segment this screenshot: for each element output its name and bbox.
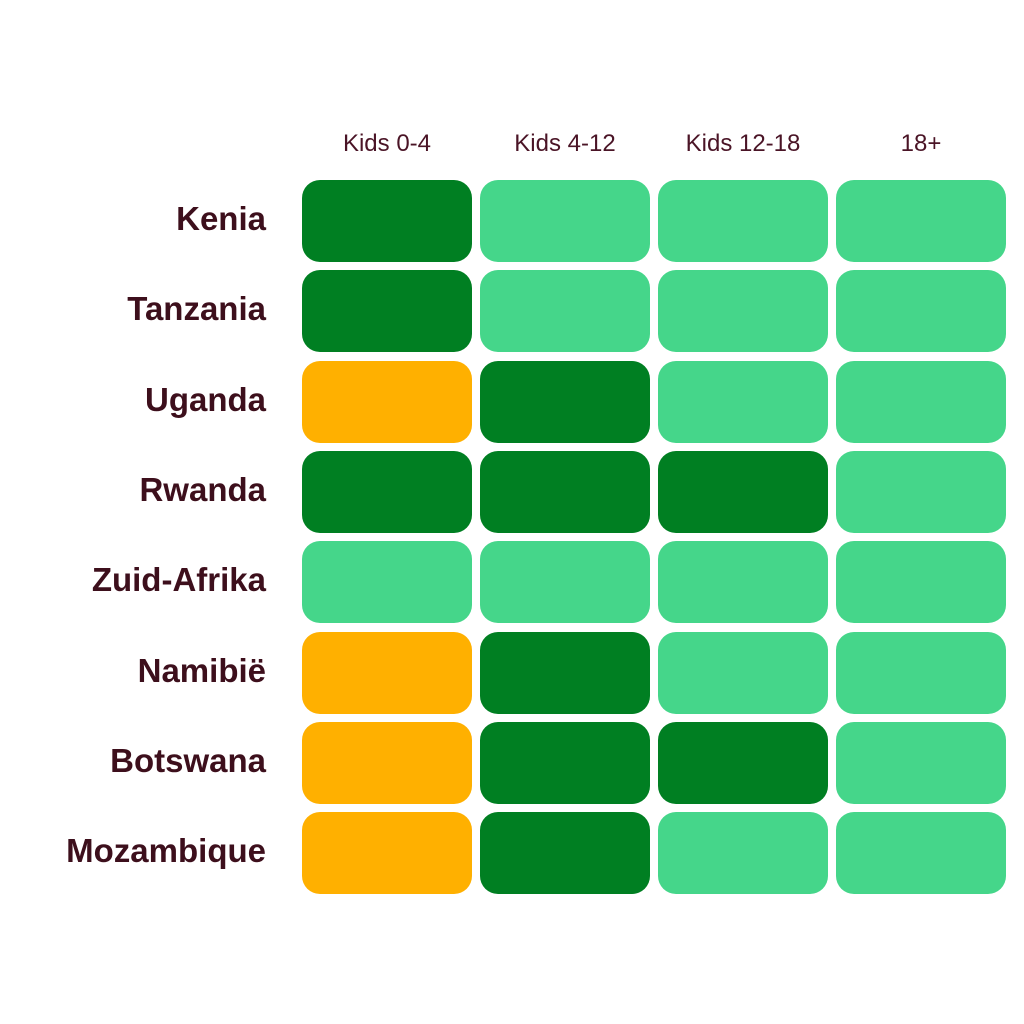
- row-label: Botswana: [110, 741, 266, 779]
- heatmap-cell: [302, 450, 472, 533]
- heatmap-cell: [658, 721, 828, 804]
- heatmap-cell: [658, 360, 828, 443]
- heatmap-cell: [302, 721, 472, 804]
- heatmap-cell: [480, 180, 650, 262]
- heatmap-cell: [836, 360, 1006, 443]
- row-label: Zuid-Afrika: [91, 561, 266, 599]
- row-label: Kenia: [176, 200, 266, 237]
- column-label: 18+: [900, 130, 942, 157]
- row-label: Rwanda: [139, 470, 266, 508]
- column-label: Kids 4-12: [514, 130, 616, 157]
- heatmap-cell: [480, 812, 650, 895]
- row-label: Namibië: [137, 651, 266, 689]
- heatmap-cell: [480, 360, 650, 443]
- heatmap-cell: [658, 812, 828, 895]
- heatmap-cell: [302, 812, 472, 895]
- heatmap-cell: [480, 450, 650, 533]
- heatmap-cell: [480, 270, 650, 353]
- heatmap-cell: [302, 631, 472, 714]
- row-label: Uganda: [144, 380, 266, 418]
- heatmap-cell: [836, 631, 1006, 714]
- heatmap-cell: [302, 541, 472, 624]
- heatmap-cell: [836, 721, 1006, 804]
- heatmap-cell: [658, 270, 828, 353]
- heatmap-cell: [836, 450, 1006, 533]
- heatmap-cell: [658, 541, 828, 624]
- heatmap-cell: [836, 541, 1006, 624]
- heatmap-cell: [658, 631, 828, 714]
- column-label: Kids 0-4: [342, 130, 432, 157]
- heatmap-cell: [658, 180, 828, 262]
- column-label: Kids 12-18: [685, 130, 801, 157]
- row-label: Mozambique: [66, 832, 266, 870]
- heatmap-cell: [480, 541, 650, 624]
- heatmap-cell: [836, 180, 1006, 262]
- heatmap-cell: [480, 631, 650, 714]
- heatmap-cell: [836, 812, 1006, 895]
- heatmap-cell: [658, 450, 828, 533]
- heatmap-cell: [480, 721, 650, 804]
- row-label: Tanzania: [127, 290, 266, 328]
- heatmap-cell: [302, 180, 472, 262]
- heatmap-cell: [302, 270, 472, 353]
- heatmap-cell: [836, 270, 1006, 353]
- heatmap-cell: [302, 360, 472, 443]
